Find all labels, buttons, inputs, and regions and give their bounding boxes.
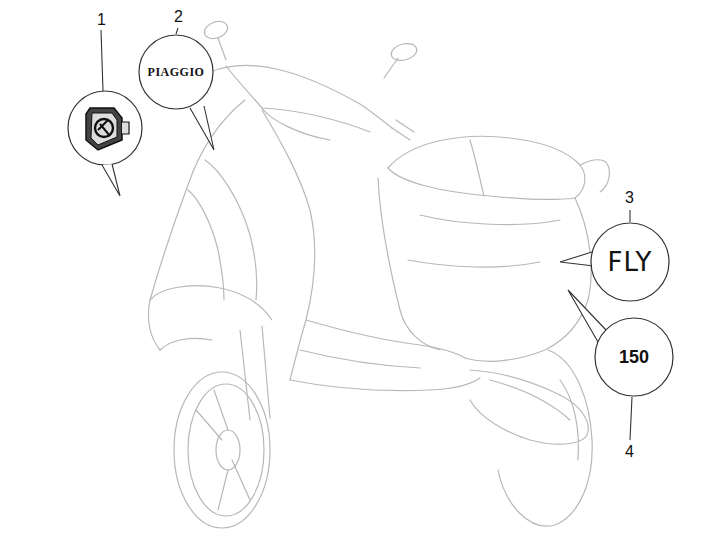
decal-circle: FLY	[590, 222, 670, 302]
callout-number: 2	[174, 9, 183, 25]
logo-badge	[68, 91, 142, 165]
decal-text: FLY	[608, 247, 653, 277]
callout-number: 3	[625, 190, 634, 206]
decal-text: PIAGGIO	[148, 65, 205, 80]
decal-text: 150	[619, 347, 649, 368]
callout-number: 4	[625, 444, 634, 460]
leader-lines	[101, 28, 632, 440]
decal-circle: 150	[594, 317, 674, 397]
callout-number: 1	[97, 12, 106, 28]
decal-circle: PIAGGIO	[138, 34, 214, 110]
